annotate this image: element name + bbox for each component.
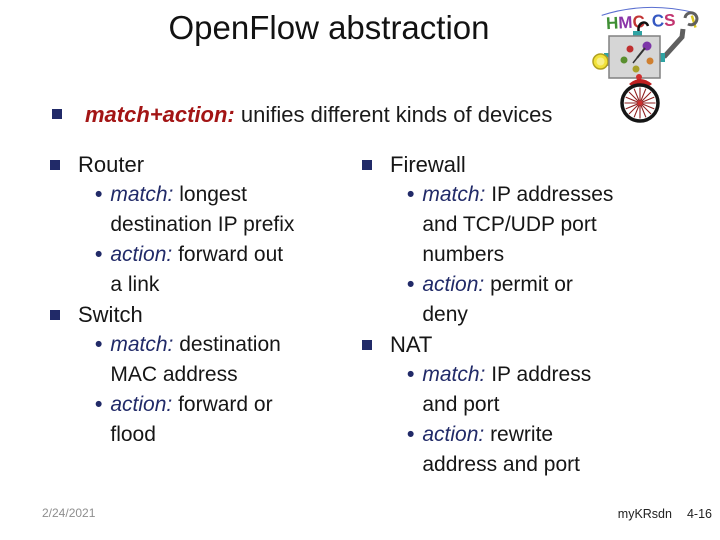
term: action: — [110, 243, 173, 266]
device-label: NAT — [390, 332, 433, 357]
sub-text: match: IP addresses and TCP/UDP port num… — [422, 180, 613, 270]
bullet-dot-icon: • — [407, 423, 415, 446]
sub-text: action: rewrite address and port — [422, 420, 580, 480]
slide-footer: myKRsdn 4-16 — [618, 507, 712, 521]
bullet-dot-icon: • — [95, 333, 103, 356]
bullet-dot-icon: • — [407, 183, 415, 206]
robot-face-dots — [620, 41, 654, 80]
term: match: — [422, 363, 486, 386]
robot-claw — [683, 11, 699, 27]
bullet-dot-icon: • — [95, 183, 103, 206]
list-subitem: • match: IP address and port — [360, 360, 668, 420]
intro-line: match+action: unifies different kinds of… — [52, 99, 652, 130]
bullet-dot-icon: • — [407, 273, 415, 296]
device-label: Switch — [78, 302, 143, 327]
sub-text: action: forward out a link — [110, 240, 283, 300]
list-subitem: • action: forward out a link — [48, 240, 356, 300]
description: permit or deny — [422, 273, 573, 326]
column-right: Firewall • match: IP addresses and TCP/U… — [360, 150, 668, 480]
device-label: Firewall — [390, 152, 466, 177]
list-subitem: • match: longest destination IP prefix — [48, 180, 356, 240]
description: forward out a link — [110, 243, 284, 296]
robot-neck — [633, 31, 642, 37]
page-number: 4-16 — [686, 507, 712, 521]
list-subitem: • action: forward or flood — [48, 390, 356, 450]
term: match: — [422, 183, 486, 206]
sub-text: match: IP address and port — [422, 360, 591, 420]
list-item-router: Router — [48, 150, 356, 180]
description: destination MAC address — [110, 333, 281, 386]
robot-right-tab — [659, 53, 665, 62]
bullet-square-icon — [362, 340, 372, 350]
list-item-firewall: Firewall — [360, 150, 668, 180]
robot-hook — [637, 21, 650, 34]
sub-text: match: longest destination IP prefix — [110, 180, 294, 240]
intro-term: match+action: — [85, 102, 235, 127]
column-left: Router • match: longest destination IP p… — [48, 150, 356, 450]
bullet-square-icon — [362, 160, 372, 170]
sub-text: match: destination MAC address — [110, 330, 280, 390]
unicycle-wheel — [620, 83, 660, 123]
list-subitem: • action: permit or deny — [360, 270, 668, 330]
intro-text: match+action: unifies different kinds of… — [85, 99, 552, 130]
device-label: Router — [78, 152, 145, 177]
bullet-dot-icon: • — [95, 393, 103, 416]
slide-title: OpenFlow abstraction — [168, 9, 490, 46]
description: IP addresses and TCP/UDP port numbers — [422, 183, 614, 266]
footer-label: myKRsdn — [617, 507, 672, 521]
bullet-square-icon — [50, 160, 60, 170]
list-subitem: • match: IP addresses and TCP/UDP port n… — [360, 180, 668, 270]
sub-text: action: forward or flood — [110, 390, 272, 450]
term: match: — [110, 333, 174, 356]
list-subitem: • match: destination MAC address — [48, 330, 356, 390]
bullet-square-icon — [50, 310, 60, 320]
slide-date: 2/24/2021 — [42, 506, 96, 520]
bullet-dot-icon: • — [407, 363, 415, 386]
term: action: — [422, 273, 485, 296]
light-bulb-glow — [596, 57, 605, 66]
list-subitem: • action: rewrite address and port — [360, 420, 668, 480]
description: rewrite address and port — [422, 423, 580, 476]
bullet-dot-icon: • — [95, 243, 103, 266]
term: action: — [422, 423, 485, 446]
term: match: — [110, 183, 174, 206]
sub-text: action: permit or deny — [422, 270, 573, 330]
list-item-switch: Switch — [48, 300, 356, 330]
list-item-nat: NAT — [360, 330, 668, 360]
intro-rest: unifies different kinds of devices — [234, 102, 553, 127]
robot-arm — [662, 28, 686, 59]
term: action: — [110, 393, 173, 416]
description: IP address and port — [422, 363, 592, 416]
bullet-square-icon — [52, 109, 62, 119]
description: longest destination IP prefix — [110, 183, 295, 236]
description: forward or flood — [110, 393, 273, 446]
